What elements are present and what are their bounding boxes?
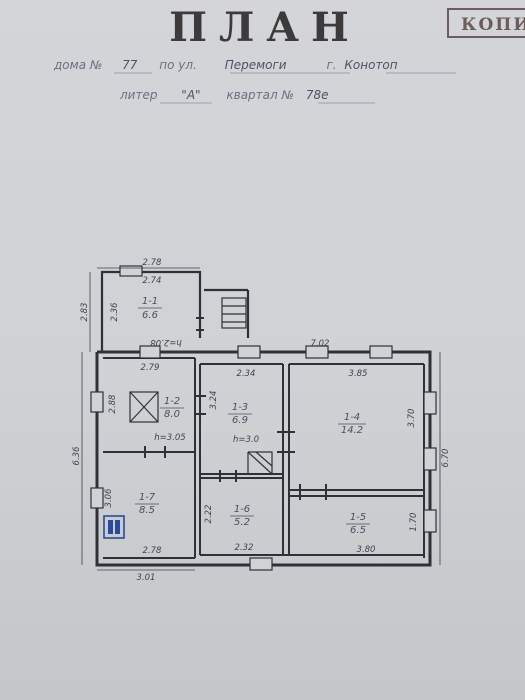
room-1-3-id: 1-3 [232, 402, 248, 413]
dim-room16-side: 2.22 [204, 505, 214, 524]
address-line: дома № 77 по ул. Перемоги г. Конотоп [54, 58, 398, 72]
room-1-3-area: 6.9 [232, 415, 248, 426]
copy-stamp: КОПИ [447, 8, 525, 38]
annex-stairs [221, 297, 247, 329]
city-name: Конотоп [344, 58, 398, 72]
dim-annex-left-inner: 2.36 [110, 302, 120, 322]
room-1-5-area: 6.5 [350, 525, 366, 536]
dim-room13-side: 3.24 [209, 391, 219, 410]
dim-room15-bottom: 3.80 [357, 545, 376, 555]
dim-room15-side: 1.70 [409, 513, 419, 532]
dim-house-bottom: 3.01 [137, 573, 156, 583]
room-1-1-id: 1-1 [142, 296, 158, 307]
room-1-6-id: 1-6 [234, 504, 250, 515]
quarter-number: 78е [305, 88, 329, 102]
dim-room12-side: 2.88 [108, 394, 118, 414]
dim-room14-top: 3.85 [349, 369, 368, 379]
house-number: 77 [122, 58, 138, 72]
dim-height-13: h=3.0 [233, 435, 259, 445]
inner-stairs [247, 451, 273, 475]
room-1-5-id: 1-5 [350, 512, 366, 523]
room-fraction-lines [135, 307, 370, 525]
street-name: Перемоги [224, 58, 287, 72]
city-prefix: г. [326, 58, 337, 72]
street-prefix: по ул. [159, 58, 197, 72]
dim-annex-left-outer: 2.83 [80, 303, 90, 322]
room-1-4-area: 14.2 [341, 425, 363, 436]
room-1-7-area: 8.5 [139, 505, 155, 516]
dim-left-total: 6.36 [72, 446, 82, 466]
windows [90, 265, 437, 571]
room-1-2-id: 1-2 [164, 396, 180, 407]
room-1-6-area: 5.2 [234, 517, 250, 528]
dim-room16-bottom: 2.32 [235, 543, 254, 553]
house-number-prefix: дома № [54, 58, 103, 72]
heater-symbol [103, 515, 125, 539]
dim-height-12: h=3.05 [154, 433, 185, 443]
dim-room12-top: 2.79 [141, 363, 160, 373]
annex-walls [100, 270, 250, 352]
dim-room14-side: 3.70 [407, 409, 417, 428]
dim-annex-top-inner: 2.74 [143, 276, 162, 286]
dim-right-total: 6.70 [441, 449, 451, 468]
room-1-4-id: 1-4 [344, 412, 360, 423]
dim-room17-bottom: 2.78 [143, 546, 163, 556]
header-underlines [114, 72, 456, 104]
plan-title: ПЛАН [169, 4, 361, 51]
room-1-7-id: 1-7 [139, 492, 156, 503]
dimension-labels: 2.78 2.74 2.83 2.36 h=2.08 7.02 2.79 2.8… [72, 258, 451, 583]
dim-house-top: 7.02 [311, 339, 330, 349]
room-1-2-area: 8.0 [164, 409, 180, 420]
litera-prefix: литер [120, 88, 158, 102]
stove-symbol [129, 391, 159, 423]
room-1-1-area: 6.6 [142, 310, 158, 321]
dim-annex-height: h=2.08 [150, 337, 182, 347]
dim-room17-side: 3.06 [104, 488, 114, 508]
dimension-lines [81, 267, 441, 571]
door-marks [144, 317, 327, 500]
room-labels: 1-1 6.6 1-2 8.0 1-3 6.9 1-4 14.2 1-5 6.5… [139, 296, 366, 536]
quarter-prefix: квартал № [226, 88, 294, 102]
litera-line: литер "А" квартал № 78е [120, 88, 328, 102]
litera-value: "А" [181, 88, 201, 102]
dim-room13-top: 2.34 [237, 369, 256, 379]
dim-annex-top-outer: 2.78 [143, 258, 163, 268]
